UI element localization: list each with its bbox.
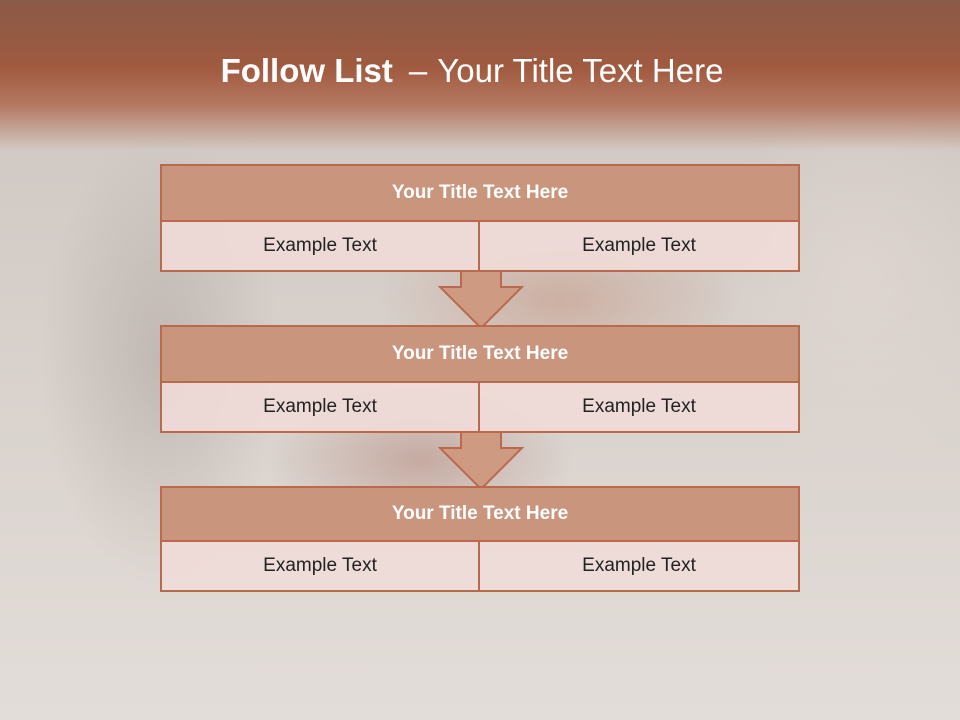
block-cell-right: Example Text <box>480 383 800 433</box>
block-row: Example Text Example Text <box>160 222 800 272</box>
flow-block-2: Your Title Text Here Example Text Exampl… <box>160 325 800 433</box>
title-dash: – <box>408 52 428 89</box>
block-row: Example Text Example Text <box>160 383 800 433</box>
flow-block-1: Your Title Text Here Example Text Exampl… <box>160 164 800 272</box>
title-rest-part: Your Title Text Here <box>437 52 724 89</box>
block-title: Your Title Text Here <box>160 486 800 542</box>
title-band <box>0 0 960 150</box>
title-bold-part: Follow List <box>220 52 393 89</box>
down-arrow-icon <box>438 270 524 330</box>
flow-block-3: Your Title Text Here Example Text Exampl… <box>160 486 800 592</box>
block-row: Example Text Example Text <box>160 542 800 592</box>
block-cell-left: Example Text <box>160 222 480 272</box>
block-cell-right: Example Text <box>480 222 800 272</box>
block-cell-left: Example Text <box>160 542 480 592</box>
block-cell-right: Example Text <box>480 542 800 592</box>
block-title: Your Title Text Here <box>160 325 800 383</box>
slide-title: Follow List–Your Title Text Here <box>0 52 944 90</box>
block-cell-left: Example Text <box>160 383 480 433</box>
down-arrow-icon <box>438 431 524 491</box>
block-title: Your Title Text Here <box>160 164 800 222</box>
